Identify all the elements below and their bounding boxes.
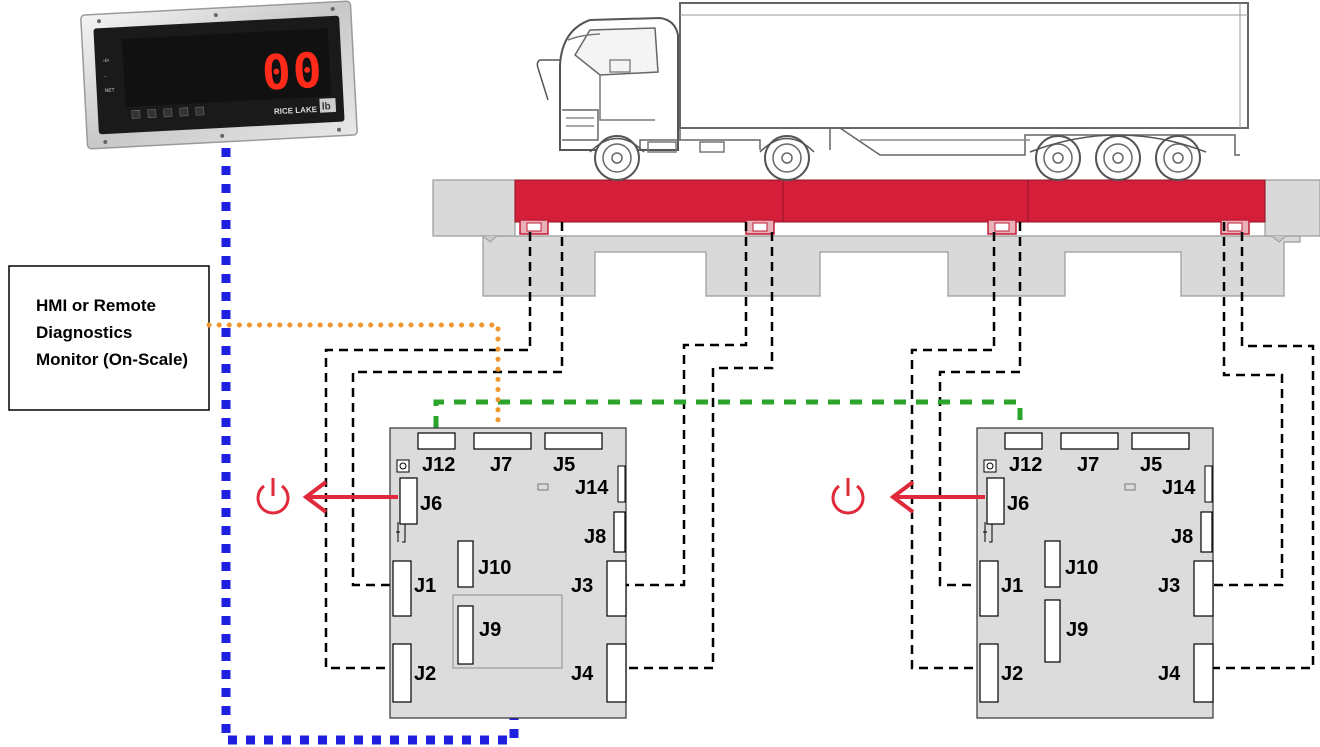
load-cell <box>1220 219 1250 235</box>
label-j10: J10 <box>1065 557 1098 579</box>
hmi-label-line1: HMI or Remote <box>36 296 156 315</box>
truck-wheel <box>594 135 640 181</box>
connector-j8 <box>613 511 626 553</box>
connector-j10 <box>457 540 474 588</box>
load-cells <box>519 219 1250 235</box>
label-j3: J3 <box>571 575 593 597</box>
power-icon <box>831 478 865 515</box>
connector-j7 <box>473 432 532 450</box>
load-cell <box>987 219 1017 235</box>
truck-wheel <box>764 135 810 181</box>
label-j12: J12 <box>1009 454 1042 476</box>
svg-text:~: ~ <box>104 74 107 80</box>
label-j3: J3 <box>1158 575 1180 597</box>
load-cell <box>745 219 775 235</box>
connector-j12 <box>417 432 456 450</box>
hmi-box: HMI or Remote Diagnostics Monitor (On-Sc… <box>8 265 210 411</box>
svg-text:›0‹: ›0‹ <box>103 58 110 64</box>
label-j14: J14 <box>1162 477 1196 499</box>
label-j10: J10 <box>478 557 511 579</box>
connector-j9 <box>457 605 474 665</box>
label-j14: J14 <box>575 477 609 499</box>
label-j1: J1 <box>414 575 436 597</box>
connector-j1 <box>979 560 999 617</box>
scale-deck <box>514 179 1266 223</box>
connector-j9 <box>1044 599 1061 663</box>
label-j6: J6 <box>1007 493 1029 515</box>
label-j7: J7 <box>490 454 512 476</box>
connector-j5 <box>1131 432 1190 450</box>
svg-text:NET: NET <box>105 87 115 94</box>
label-j5: J5 <box>553 454 575 476</box>
connector-j7 <box>1060 432 1119 450</box>
connector-j6 <box>986 477 1005 525</box>
label-j12: J12 <box>422 454 455 476</box>
label-j4: J4 <box>571 663 594 685</box>
truck-wheel <box>1035 135 1081 181</box>
remote-display: ›0‹ ~ NET 00 RICE LAKE lb <box>80 0 358 150</box>
truck-wheel <box>1155 135 1201 181</box>
truck <box>536 2 1249 181</box>
arrow-left-icon <box>302 480 398 514</box>
connector-j2 <box>392 643 412 703</box>
connector-j6 <box>399 477 418 525</box>
label-j8: J8 <box>584 526 606 548</box>
power-output-left <box>256 478 398 515</box>
label-j1: J1 <box>1001 575 1023 597</box>
connector-j2 <box>979 643 999 703</box>
j9-region <box>452 594 563 669</box>
label-j4: J4 <box>1158 663 1181 685</box>
arrow-left-icon <box>889 480 985 514</box>
connector-j8 <box>1200 511 1213 553</box>
label-j6: J6 <box>420 493 442 515</box>
label-j7: J7 <box>1077 454 1099 476</box>
power-output-right <box>831 478 985 515</box>
connector-j4 <box>606 643 627 703</box>
load-cell <box>519 219 549 235</box>
hmi-label-line2: Diagnostics <box>36 323 132 342</box>
label-j8: J8 <box>1171 526 1193 548</box>
connector-j5 <box>544 432 603 450</box>
connector-j12 <box>1004 432 1043 450</box>
label-j2: J2 <box>414 663 436 685</box>
display-brand: RICE LAKE <box>274 105 318 116</box>
display-readout: 00 <box>261 43 326 102</box>
power-icon <box>256 478 290 515</box>
board-right: J12 J7 J5 J14 J6 J8 J10 J1 J3 J9 J2 J4 <box>976 427 1214 719</box>
truck-wheel <box>1095 135 1141 181</box>
label-j5: J5 <box>1140 454 1162 476</box>
label-j9: J9 <box>1066 619 1088 641</box>
connector-j3 <box>1193 560 1214 617</box>
connector-j4 <box>1193 643 1214 703</box>
board-left: J12 J7 J5 J14 J6 J8 J10 J1 J3 J9 J2 J4 <box>389 427 627 719</box>
connector-j1 <box>392 560 412 617</box>
label-j9: J9 <box>479 619 501 641</box>
connector-j3 <box>606 560 627 617</box>
display-unit: lb <box>322 101 331 112</box>
connector-j10 <box>1044 540 1061 588</box>
board-link-cable <box>433 399 1023 428</box>
hmi-label-line3: Monitor (On-Scale) <box>36 350 188 369</box>
label-j2: J2 <box>1001 663 1023 685</box>
load-cell-cables <box>324 222 1315 670</box>
